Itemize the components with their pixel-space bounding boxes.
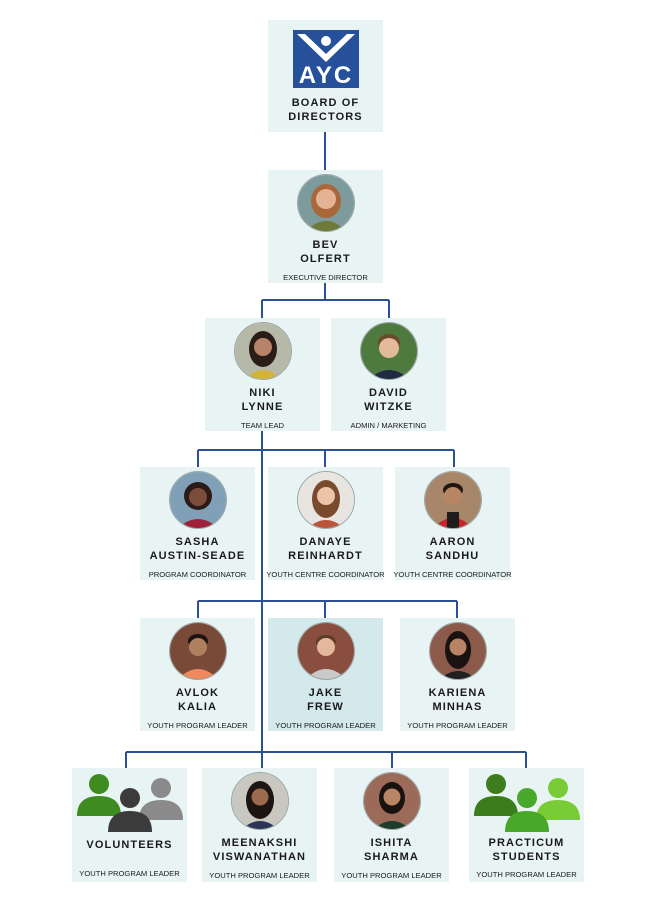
person-name: DAVID WITZKE [364, 387, 413, 413]
person-role: TEAM LEAD [240, 421, 285, 430]
danaye-photo [296, 471, 355, 529]
person-card-ishita: ISHITA SHARMA YOUTH PROGRAM LEADER [334, 768, 449, 882]
person-card-sasha: SASHA AUSTIN-SEADE PROGRAM COORDINATOR [140, 467, 255, 580]
group-role: YOUTH PROGRAM LEADER [476, 870, 577, 879]
person-card-aaron: AARON SANDHU YOUTH CENTRE COORDINATOR [393, 467, 512, 580]
group-card-practicum: PRACTICUM STUDENTS YOUTH PROGRAM LEADER [469, 768, 584, 882]
person-name: DANAYE REINHARDT [288, 536, 363, 562]
person-name: MEENAKSHI VISWANATHAN [212, 837, 307, 863]
person-card-kariena: KARIENA MINHAS YOUTH PROGRAM LEADER [400, 618, 515, 731]
kariena-photo [428, 622, 487, 680]
bev-photo [296, 174, 355, 232]
person-role: YOUTH PROGRAM LEADER [407, 721, 508, 730]
group-card-volunteers: VOLUNTEERS YOUTH PROGRAM LEADER [72, 768, 187, 882]
person-role: YOUTH CENTRE COORDINATOR [266, 570, 385, 579]
niki-photo [233, 322, 292, 380]
ayc-logo-icon: AYC [292, 30, 359, 88]
person-name: NIKI LYNNE [241, 387, 284, 413]
person-role: ADMIN / MARKETING [350, 421, 427, 430]
person-name: BEV OLFERT [300, 239, 351, 265]
david-photo [359, 322, 418, 380]
student-group-icon [472, 770, 582, 834]
person-card-jake: JAKE FREW YOUTH PROGRAM LEADER [268, 618, 383, 731]
person-name: SASHA AUSTIN-SEADE [149, 536, 246, 562]
person-name: JAKE FREW [307, 687, 344, 713]
person-card-bev: BEV OLFERT EXECUTIVE DIRECTOR [268, 170, 383, 283]
avlok-photo [168, 622, 227, 680]
svg-text:AYC: AYC [298, 62, 352, 88]
person-card-meenakshi: MEENAKSHI VISWANATHAN YOUTH PROGRAM LEAD… [202, 768, 317, 882]
person-card-niki: NIKI LYNNE TEAM LEAD [205, 318, 320, 431]
board-card: AYC BOARD OF DIRECTORS [268, 20, 383, 132]
person-role: EXECUTIVE DIRECTOR [283, 273, 368, 282]
person-card-danaye: DANAYE REINHARDT YOUTH CENTRE COORDINATO… [266, 467, 385, 580]
person-role: YOUTH PROGRAM LEADER [209, 871, 310, 880]
jake-photo [296, 622, 355, 680]
group-name: VOLUNTEERS [86, 839, 173, 851]
person-name: KARIENA MINHAS [428, 687, 487, 713]
person-card-david: DAVID WITZKE ADMIN / MARKETING [331, 318, 446, 431]
group-role: YOUTH PROGRAM LEADER [79, 869, 180, 878]
ishita-photo [362, 772, 421, 830]
board-title: BOARD OF DIRECTORS [288, 97, 363, 123]
person-role: YOUTH CENTRE COORDINATOR [393, 570, 512, 579]
volunteer-group-icon [75, 770, 185, 834]
aaron-photo [423, 471, 482, 529]
person-card-avlok: AVLOK KALIA YOUTH PROGRAM LEADER [140, 618, 255, 731]
sasha-photo [168, 471, 227, 529]
meenakshi-photo [230, 772, 289, 830]
person-role: YOUTH PROGRAM LEADER [341, 871, 442, 880]
group-name: PRACTICUM STUDENTS [488, 837, 565, 863]
person-role: YOUTH PROGRAM LEADER [147, 721, 248, 730]
person-name: AARON SANDHU [425, 536, 480, 562]
person-name: ISHITA SHARMA [364, 837, 419, 863]
person-role: YOUTH PROGRAM LEADER [275, 721, 376, 730]
person-name: AVLOK KALIA [175, 687, 220, 713]
person-role: PROGRAM COORDINATOR [148, 570, 247, 579]
